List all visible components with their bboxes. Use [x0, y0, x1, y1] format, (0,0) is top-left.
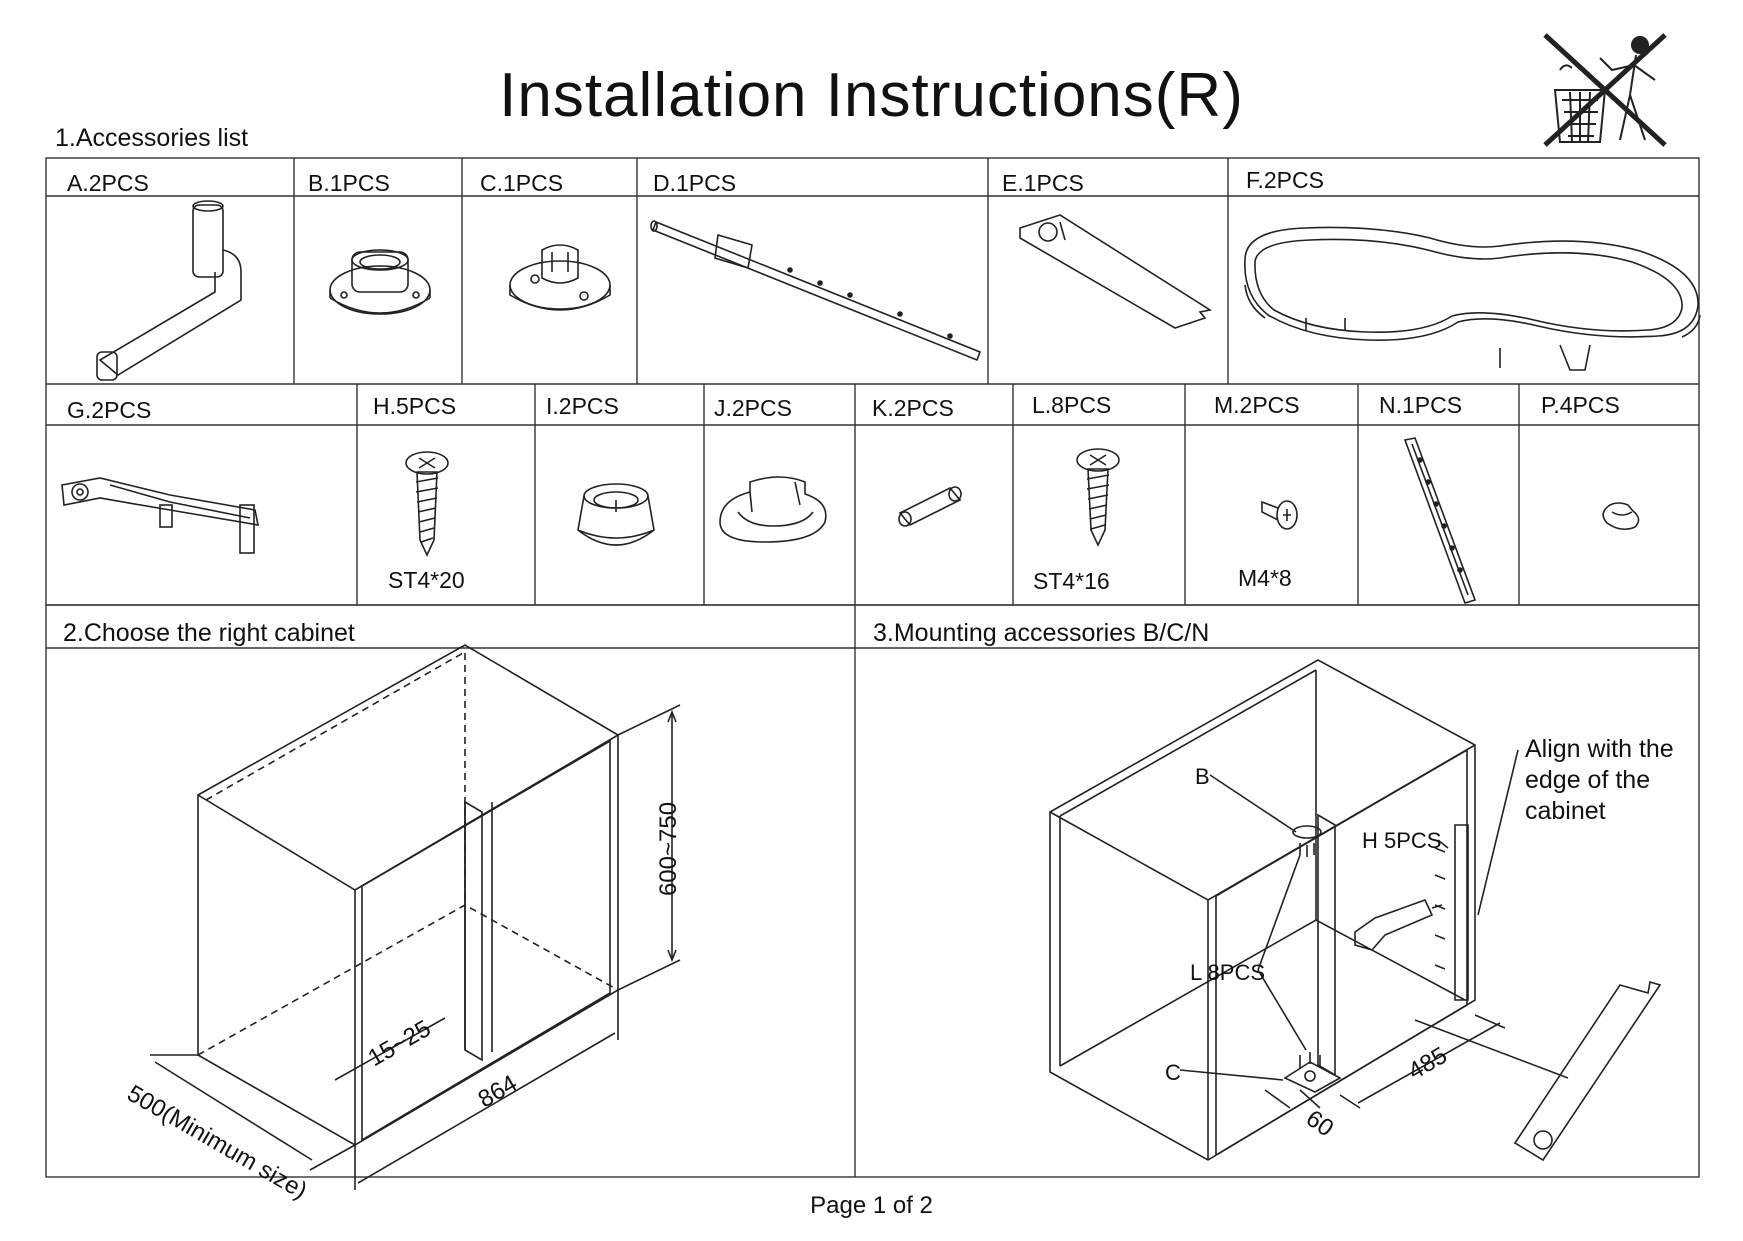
callout-c: C: [1165, 1060, 1181, 1085]
accessory-a-label: A.2PCS: [67, 170, 149, 196]
part-n-rail-drawing: [1403, 437, 1477, 604]
align-note-line-2: edge of the: [1525, 766, 1651, 794]
accessory-b-label: B.1PCS: [308, 170, 390, 196]
part-b-bearing-drawing: [329, 249, 431, 315]
accessory-e-label: E.1PCS: [1002, 170, 1084, 196]
accessories-table-grid: [45, 157, 1700, 1178]
part-f-tray-drawing: [1244, 226, 1701, 371]
accessory-m-label: M.2PCS: [1214, 392, 1300, 418]
accessory-j-label: J.2PCS: [714, 395, 792, 421]
part-c-flange-drawing: [509, 244, 611, 311]
align-note-line-3: cabinet: [1525, 797, 1606, 825]
align-note: Align with the edge of the cabinet: [1525, 734, 1674, 827]
accessory-l-label: L.8PCS: [1032, 392, 1112, 418]
part-h-screw-drawing: [405, 451, 449, 557]
part-a-crank-drawing: [96, 200, 242, 381]
part-i-bushing-drawing: [577, 483, 655, 546]
page-number: Page 1 of 2: [810, 1192, 933, 1219]
part-j-clip-drawing: [719, 476, 827, 543]
part-e-template-drawing: [1019, 214, 1213, 329]
accessory-g-label: G.2PCS: [67, 397, 152, 423]
callout-l-screws: L 8PCS: [1190, 960, 1266, 985]
part-p-clip-drawing: [1602, 502, 1640, 531]
accessory-n-label: N.1PCS: [1379, 392, 1463, 418]
part-m-screw-drawing: [1261, 500, 1298, 530]
cabinet-height-dimension: 600~750: [655, 801, 683, 897]
accessory-i-label: I.2PCS: [546, 393, 619, 419]
callout-h-screws: H 5PCS: [1362, 828, 1442, 853]
section-accessories-heading: 1.Accessories list: [55, 124, 249, 152]
no-trash-disposal-icon: [1543, 33, 1667, 147]
accessory-d-label: D.1PCS: [653, 170, 737, 196]
align-note-line-1: Align with the: [1525, 735, 1674, 763]
screw-l-code: ST4*16: [1033, 568, 1110, 594]
accessory-k-label: K.2PCS: [872, 395, 954, 421]
part-k-pin-drawing: [898, 486, 962, 527]
accessory-h-label: H.5PCS: [373, 393, 457, 419]
accessory-c-label: C.1PCS: [480, 170, 564, 196]
section-cabinet-heading: 2.Choose the right cabinet: [63, 619, 355, 647]
accessory-p-label: P.4PCS: [1541, 392, 1620, 418]
page-title: Installation Instructions(R): [499, 61, 1244, 130]
screw-m-code: M4*8: [1238, 565, 1292, 591]
mounting-drawing: [1049, 659, 1662, 1162]
screw-h-code: ST4*20: [388, 567, 465, 593]
part-g-arm-drawing: [61, 477, 260, 554]
cabinet-drawing: [150, 644, 681, 1190]
part-l-screw-drawing: [1076, 448, 1120, 547]
part-d-shaft-drawing: [650, 220, 982, 362]
section-mounting-heading: 3.Mounting accessories B/C/N: [873, 619, 1210, 647]
callout-b: B: [1195, 764, 1210, 789]
accessory-f-label: F.2PCS: [1246, 167, 1324, 193]
